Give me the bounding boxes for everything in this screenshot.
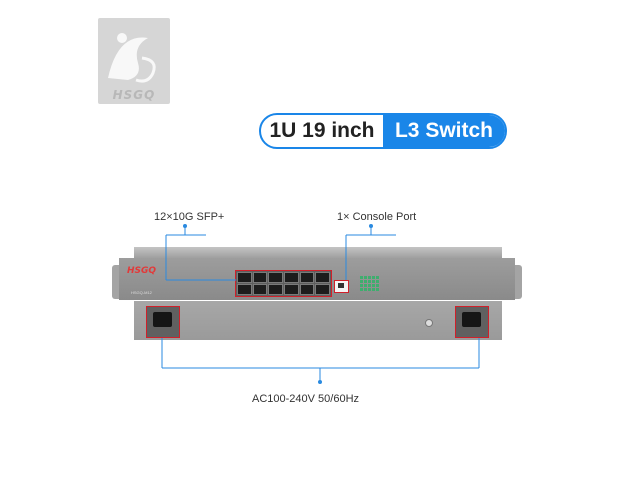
status-led-panel [360,276,379,291]
sfp-port [268,272,283,283]
headline-size: 1U 19 inch [269,119,375,142]
sfp-port [237,272,252,283]
logo [98,18,170,104]
chassis-top [134,247,502,258]
status-led [368,280,371,283]
logo-mark-icon [108,33,156,83]
sfp-port [284,272,299,283]
sfp-port [252,284,268,295]
headline-badge: 1U 19 inch L3 Switch [259,113,507,149]
power-callout-label: AC100-240V 50/60Hz [252,393,360,405]
status-led [364,276,367,279]
status-led [376,276,379,279]
status-led [376,280,379,283]
power-socket-icon [153,312,172,327]
status-led [364,280,367,283]
status-led [368,276,371,279]
sfp-port [252,272,268,283]
status-led [376,288,379,291]
headline-type: L3 Switch [383,115,505,147]
sfp-port [299,284,315,295]
status-led [360,288,363,291]
status-led [360,280,363,283]
status-led [364,284,367,287]
rack-ear-left [112,265,122,299]
sfp-port [268,284,283,295]
device-brand: HSGQ [127,266,157,276]
sfp-port [315,272,330,283]
logo-text: HSGQ [112,88,156,102]
sfp-port [315,284,330,295]
status-led [360,284,363,287]
status-led [376,284,379,287]
sfp-port-block [235,270,332,297]
status-led [372,288,375,291]
console-jack-icon [338,283,344,288]
status-led [372,284,375,287]
status-led [372,276,375,279]
status-led [372,280,375,283]
console-callout-label: 1× Console Port [337,211,417,223]
status-led [364,288,367,291]
console-port [334,280,349,293]
power-socket-icon [462,312,481,327]
device-model: HSGQ-M12 [131,290,152,295]
sfp-callout-label: 12×10G SFP+ [154,211,225,223]
status-led [360,276,363,279]
rack-ear-right [512,265,522,299]
sfp-port [284,284,299,295]
power-inlet-left [146,306,180,338]
status-led [368,288,371,291]
sfp-port [237,284,252,295]
status-led [368,284,371,287]
sfp-port [299,272,315,283]
ground-screw-icon [425,319,433,327]
power-inlet-right [455,306,489,338]
switch-rear-chassis [134,301,502,340]
